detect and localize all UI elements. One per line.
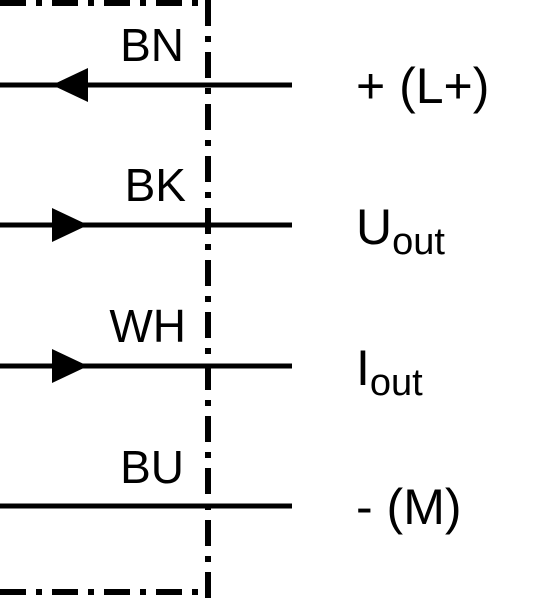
- wire-wh-code: WH: [109, 300, 186, 352]
- wire-bu-signal-label: - (M): [356, 479, 462, 535]
- wire-bn-arrow-in-icon: [52, 68, 88, 102]
- wire-wh-arrow-out-icon: [52, 349, 88, 383]
- wire-bk-arrow-out-icon: [52, 208, 88, 242]
- wire-bn: BN + (L+): [0, 19, 489, 114]
- wire-wh-signal-sub: out: [370, 362, 423, 404]
- wire-bn-signal-main: + (L+): [356, 58, 489, 114]
- wire-bk-signal-sub: out: [392, 221, 445, 263]
- wire-wh: WH Iout: [0, 300, 423, 404]
- wire-bk: BK Uout: [0, 159, 445, 263]
- wire-wh-signal-main: I: [356, 340, 370, 396]
- wire-bu-signal-main: - (M): [356, 479, 462, 535]
- wire-bn-code: BN: [120, 19, 184, 71]
- wire-bk-code: BK: [125, 159, 187, 211]
- housing-boundary: [0, 0, 211, 600]
- wire-bu-code: BU: [120, 441, 184, 493]
- wire-bu: BU - (M): [0, 441, 462, 535]
- wire-wh-signal-label: Iout: [356, 340, 423, 404]
- wire-bk-signal-main: U: [356, 199, 392, 255]
- wire-bn-signal-label: + (L+): [356, 58, 489, 114]
- wire-bk-signal-label: Uout: [356, 199, 445, 263]
